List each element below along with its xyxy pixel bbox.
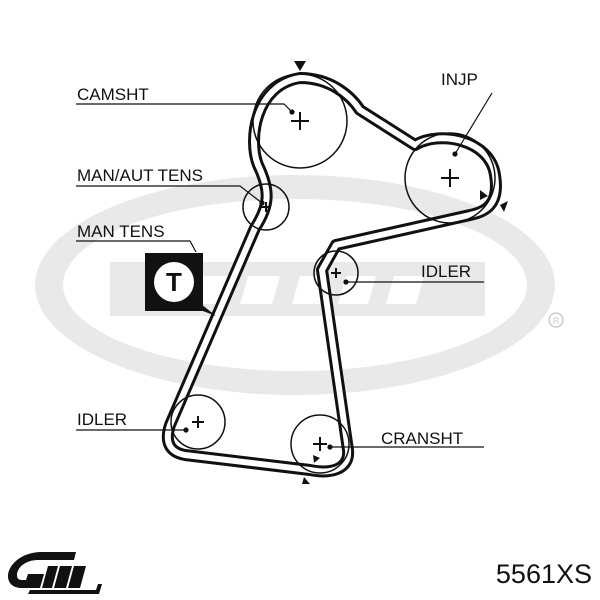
tensioner-badge-icon: T	[145, 253, 216, 316]
label-idler-lower: IDLER	[77, 410, 127, 429]
label-man-aut-tensioner: MAN/AUT TENS	[77, 166, 203, 185]
crankshaft-pulley	[290, 414, 350, 474]
gates-logo	[8, 552, 102, 594]
idler-lower-pulley	[170, 394, 226, 450]
part-number: 5561XS	[496, 559, 592, 589]
label-crankshaft: CRANSHT	[381, 429, 463, 448]
leader-lines	[76, 92, 493, 450]
label-injection-pump: INJP	[441, 70, 478, 89]
injection-pump-pulley	[404, 132, 496, 224]
camshaft-pulley	[252, 73, 348, 169]
label-idler-upper: IDLER	[421, 262, 471, 281]
svg-text:R: R	[553, 316, 560, 326]
registered-mark-icon: R	[548, 312, 564, 328]
timing-marks	[294, 61, 508, 484]
label-man-tensioner: MAN TENS	[77, 222, 165, 241]
man-aut-tensioner-pulley	[242, 183, 290, 231]
tensioner-badge-letter: T	[166, 267, 182, 297]
idler-upper-pulley	[313, 250, 359, 296]
label-camshaft: CAMSHT	[77, 85, 149, 104]
